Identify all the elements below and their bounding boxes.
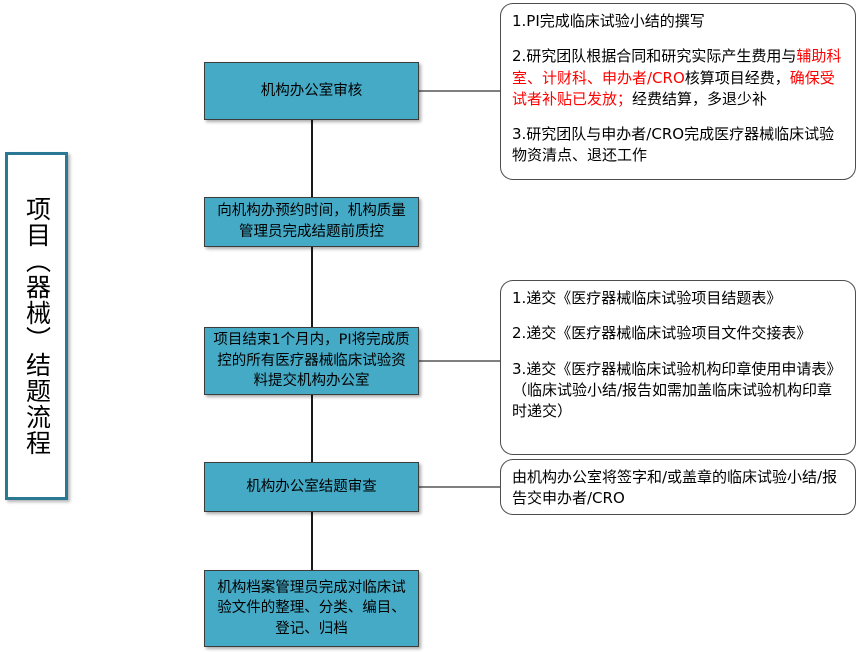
note1-item-1: 1.PI完成临床试验小结的撰写 [512,12,705,30]
flowchart-title-panel: 项目（器械）结题流程 [5,152,68,500]
connector-vertical-step1-step2 [311,120,313,198]
note2-item-3: 3.递交《医疗器械临床试验机构印章使用申请表》（临床试验小结/报告如需加盖临床试… [512,359,842,421]
connector-vertical-step4-step5 [311,512,313,571]
process-box-closeout-examination[interactable]: 机构办公室结题审查 [204,462,419,512]
note1-item-2: 2.研究团队根据合同和研究实际产生费用与辅助科室、计财科、申办者/CRO核算项目… [512,46,844,110]
note-box-closeout-examination: 由机构办公室将签字和/或盖章的临床试验小结/报告交申办者/CRO [500,459,856,515]
note2-item-1: 1.递交《医疗器械临床试验项目结题表》 [512,289,782,307]
note1-item-2-highlight-b: 确保受试者补贴已发放； [512,68,835,108]
process-box-institution-office-review[interactable]: 机构办公室审核 [204,62,419,120]
note1-item-2-text-a: 2.研究团队根据合同和研究实际产生费用与 [512,47,797,66]
connector-vertical-step2-step3 [311,247,313,328]
note3-item-1: 由机构办公室将签字和/或盖章的临床试验小结/报告交申办者/CRO [512,468,838,508]
flowchart-title-inner-frame: 项目（器械）结题流程 [10,157,63,495]
connector-horizontal-step4-note3 [419,486,501,488]
note1-item-2-text-b: 核算项目经费， [684,68,790,87]
connector-horizontal-step3-note2 [419,360,501,362]
note1-item-2-text-c: 经费结算，多退少补 [632,89,768,108]
note-box-submit-documents: 1.递交《医疗器械临床试验项目结题表》 2.递交《医疗器械临床试验项目文件交接表… [500,280,856,455]
note1-item-2-highlight-a: 辅助科室、计财科、申办者/CRO [512,47,842,87]
note1-item-3: 3.研究团队与申办者/CRO完成医疗器械临床试验物资清点、退还工作 [512,125,835,165]
process-box-submit-trial-documents[interactable]: 项目结束1个月内，PI将完成质控的所有医疗器械临床试验资料提交机构办公室 [204,327,419,395]
note-box-institution-office-review: 1.PI完成临床试验小结的撰写 2.研究团队根据合同和研究实际产生费用与辅助科室… [500,3,856,180]
process-box-schedule-quality-control[interactable]: 向机构办预约时间，机构质量管理员完成结题前质控 [204,197,419,247]
note2-item-2: 2.递交《医疗器械临床试验项目文件交接表》 [512,324,812,343]
connector-vertical-step3-step4 [311,395,313,463]
flowchart-title-text: 项目（器械）结题流程 [22,196,52,456]
process-box-archive-documents[interactable]: 机构档案管理员完成对临床试验文件的整理、分类、编目、登记、归档 [204,570,419,647]
connector-horizontal-step1-note1 [419,90,501,92]
